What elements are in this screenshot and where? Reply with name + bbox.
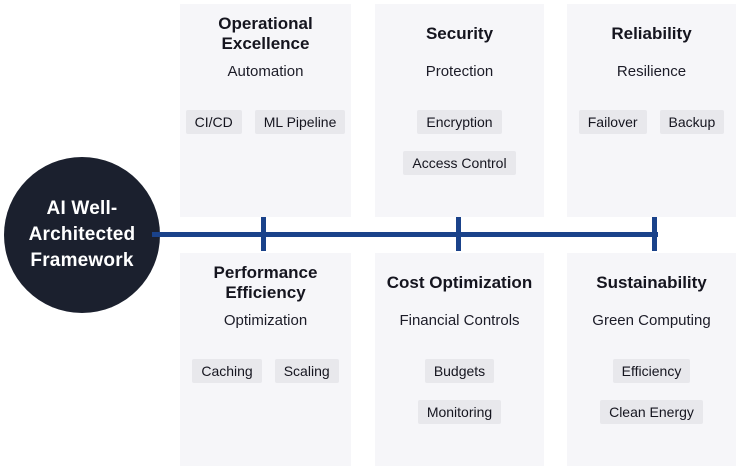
- pillar-tag-list: CI/CD ML Pipeline: [185, 110, 346, 134]
- pillar-operational-excellence: Operational Excellence Automation CI/CD …: [180, 4, 351, 217]
- pillar-security: Security Protection Encryption Access Co…: [375, 4, 544, 217]
- pillar-performance-efficiency: Performance Efficiency Optimization Cach…: [180, 253, 351, 466]
- hub-label-line: Framework: [30, 250, 134, 271]
- timeline-tick: [261, 215, 266, 251]
- pillar-title: Sustainability: [596, 273, 707, 292]
- pillar-sustainability: Sustainability Green Computing Efficienc…: [567, 253, 736, 466]
- tag-chip: Clean Energy: [600, 400, 703, 424]
- hub-circle: AI Well- Architected Framework: [4, 157, 160, 313]
- timeline-tick: [652, 215, 657, 251]
- tag-chip: Access Control: [403, 151, 516, 175]
- pillar-title: Security: [425, 24, 494, 43]
- tag-chip: ML Pipeline: [254, 110, 346, 134]
- pillar-subtitle: Automation: [227, 63, 304, 80]
- pillar-title: Reliability: [611, 24, 692, 43]
- timeline-tick: [456, 215, 461, 251]
- pillar-tag-list: Efficiency Clean Energy: [600, 359, 703, 424]
- pillar-subtitle: Green Computing: [592, 312, 711, 329]
- tag-chip: CI/CD: [185, 110, 242, 134]
- tag-chip: Scaling: [274, 359, 339, 383]
- pillar-subtitle: Protection: [425, 63, 494, 80]
- pillar-title: Cost Optimization: [386, 273, 533, 292]
- pillar-tag-list: Encryption Access Control: [403, 110, 516, 175]
- pillar-subtitle: Financial Controls: [399, 312, 520, 329]
- tag-chip: Encryption: [417, 110, 502, 134]
- pillar-tag-list: Failover Backup: [578, 110, 725, 134]
- pillar-tag-list: Caching Scaling: [192, 359, 339, 383]
- pillar-subtitle: Resilience: [616, 63, 687, 80]
- tag-chip: Efficiency: [612, 359, 691, 383]
- pillar-tag-list: Budgets Monitoring: [417, 359, 502, 424]
- tag-chip: Backup: [659, 110, 725, 134]
- hub-label-line: Architected: [28, 224, 136, 245]
- pillar-reliability: Reliability Resilience Failover Backup: [567, 4, 736, 217]
- tag-chip: Failover: [578, 110, 647, 134]
- tag-chip: Budgets: [424, 359, 495, 383]
- pillar-title: Performance Efficiency: [213, 263, 318, 302]
- pillar-cost-optimization: Cost Optimization Financial Controls Bud…: [375, 253, 544, 466]
- pillar-subtitle: Optimization: [223, 312, 308, 329]
- tag-chip: Monitoring: [417, 400, 502, 424]
- tag-chip: Caching: [192, 359, 262, 383]
- timeline-spine: [152, 232, 658, 237]
- hub-label-line: AI Well-: [46, 198, 118, 219]
- pillar-title: Operational Excellence: [218, 14, 313, 53]
